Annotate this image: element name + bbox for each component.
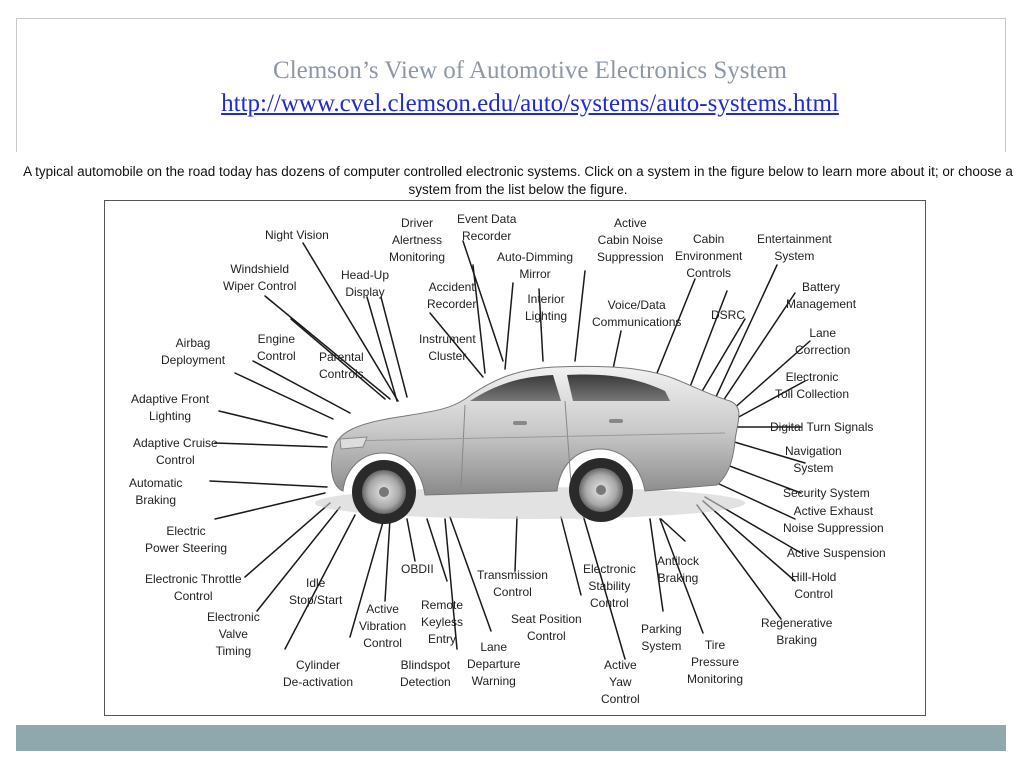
slide-frame-right <box>1005 18 1006 152</box>
intro-text: A typical automobile on the road today h… <box>23 164 1013 197</box>
label-active-suspension[interactable]: Active Suspension <box>787 546 886 560</box>
slide-frame-top <box>16 18 1006 19</box>
label-dsrc[interactable]: DSRC <box>711 308 746 322</box>
slide-title: Clemson’s View of Automotive Electronics… <box>273 57 787 84</box>
source-link[interactable]: http://www.cvel.clemson.edu/auto/systems… <box>221 90 839 117</box>
slide-frame-left <box>16 18 17 152</box>
label-night-vision[interactable]: Night Vision <box>265 228 329 242</box>
label-digital-turn-signals[interactable]: Digital Turn Signals <box>770 420 874 434</box>
connector-lines <box>209 240 811 660</box>
label-obdii[interactable]: OBDII <box>401 562 434 576</box>
car-illustration <box>315 365 745 524</box>
label-security-system[interactable]: Security System <box>783 486 870 500</box>
bottom-bar <box>16 725 1006 751</box>
